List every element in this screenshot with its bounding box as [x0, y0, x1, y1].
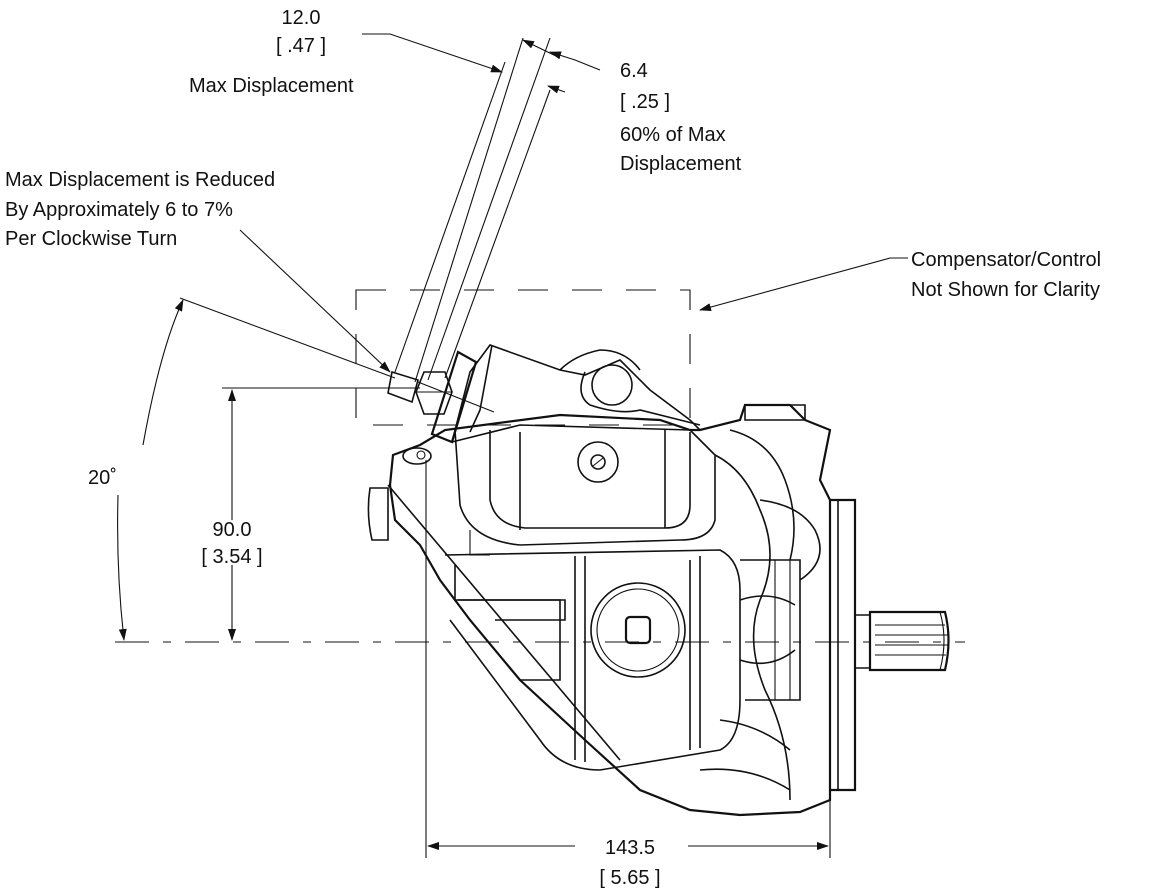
dim-length-in: [ 5.65 ] — [599, 867, 660, 889]
dim-60-stroke-in: [ .25 ] — [620, 91, 670, 113]
adjustment-screw — [387, 370, 495, 415]
note-adjust-line2: By Approximately 6 to 7% — [5, 199, 233, 221]
note-comp-line1: Compensator/Control — [911, 249, 1101, 271]
compensator-phantom-box — [355, 289, 691, 426]
dim-60-stroke-mm: 6.4 — [620, 60, 648, 82]
dim-angle: 20˚ — [88, 467, 117, 489]
dim-max-stroke-mm: 12.0 — [282, 7, 321, 29]
dim-length-mm: 143.5 — [605, 837, 655, 859]
pump-housing — [367, 403, 950, 817]
adjust-note-leader — [239, 229, 391, 373]
length-dimension — [425, 460, 831, 858]
label-60-line2: Displacement — [620, 153, 742, 175]
note-comp-line2: Not Shown for Clarity — [911, 279, 1100, 301]
note-adjust-line1: Max Displacement is Reduced — [5, 169, 275, 191]
dim-max-stroke-in: [ .47 ] — [276, 35, 326, 57]
label-60-line1: 60% of Max — [620, 124, 726, 146]
yoke-assembly — [430, 344, 701, 444]
height-dimension — [222, 387, 420, 641]
dim-height-in: [ 3.54 ] — [201, 546, 262, 568]
dim-height-mm: 90.0 — [213, 519, 252, 541]
label-max-displacement: Max Displacement — [189, 75, 354, 97]
stroke-dimension-rails — [362, 33, 601, 383]
angle-dimension — [117, 297, 396, 641]
compensator-note-leader — [699, 257, 908, 311]
note-adjust-line3: Per Clockwise Turn — [5, 228, 177, 250]
